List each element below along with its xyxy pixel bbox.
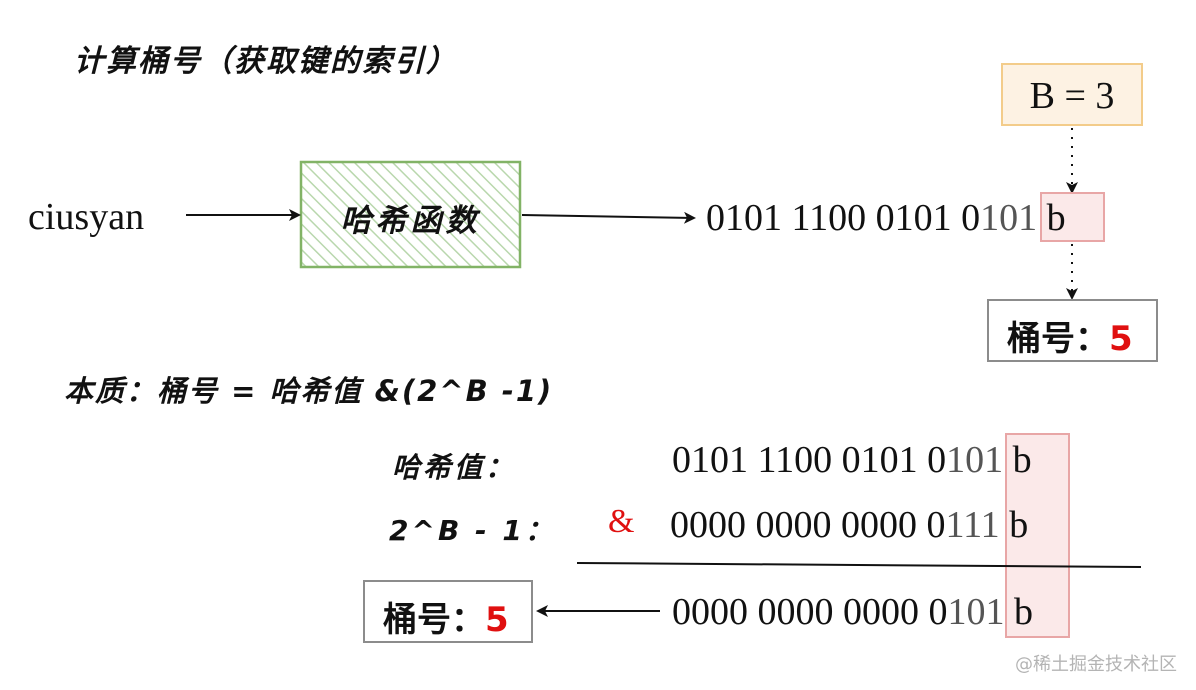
top-hash-value: 0101 1100 0101 0101 b: [706, 196, 1066, 240]
calc-separator: [576, 562, 1142, 568]
top-bucket-label: 桶号：: [1007, 319, 1109, 359]
calc-low-bits-highlight: [1005, 433, 1070, 638]
top-hash-low-bits: 101: [980, 197, 1038, 239]
top-hash-suffix: b: [1037, 197, 1066, 239]
calc-bucket-box: 桶号：5: [363, 580, 533, 643]
calc-hash-high-bits: 0101 1100 0101 0: [672, 439, 947, 481]
top-low-bits-highlight: [1040, 192, 1105, 242]
calc-hash-suffix: b: [1003, 439, 1032, 481]
b-value-box: B = 3: [1001, 63, 1143, 126]
input-key: ciusyan: [28, 196, 145, 238]
calc-result-low-bits: 101: [947, 591, 1005, 633]
output-arrow: [521, 211, 696, 224]
top-hash-high-bits: 0101 1100 0101 0: [706, 197, 981, 239]
mask-label: 2^B - 1：: [389, 514, 556, 547]
calc-hash-value: 0101 1100 0101 0101 b: [672, 438, 1032, 482]
top-bucket-value: 5: [1109, 319, 1133, 359]
calc-result-suffix: b: [1004, 591, 1033, 633]
top-bucket-box: 桶号：5: [987, 299, 1158, 362]
calc-mask-value: 0000 0000 0000 0111 b: [670, 503, 1028, 547]
watermark: @稀土掘金技术社区: [1015, 654, 1177, 675]
hash-value-label: 哈希值：: [392, 451, 517, 484]
calc-mask-low-bits: 111: [945, 504, 1000, 546]
essence-formula: 本质：桶号 = 哈希值 &(2^B -1): [64, 374, 554, 408]
calc-hash-low-bits: 101: [946, 439, 1004, 481]
calc-result-high-bits: 0000 0000 0000 0: [672, 591, 948, 633]
b-value-label: B = 3: [1029, 75, 1115, 117]
calc-bucket-value: 5: [485, 600, 509, 640]
calc-mask-high-bits: 0000 0000 0000 0: [670, 504, 946, 546]
calc-bucket-label: 桶号：: [383, 600, 485, 640]
hash-function-box: [299, 160, 522, 269]
and-operator: &: [608, 503, 635, 540]
calc-result-value: 0000 0000 0000 0101 b: [672, 590, 1033, 634]
top-bucket-text: 桶号：5: [1007, 311, 1133, 360]
page-title: 计算桶号（获取键的索引）: [74, 44, 458, 79]
calc-bucket-text: 桶号：5: [383, 592, 509, 641]
hash-function-label: 哈希函数: [340, 203, 481, 239]
calc-mask-suffix: b: [999, 504, 1029, 546]
